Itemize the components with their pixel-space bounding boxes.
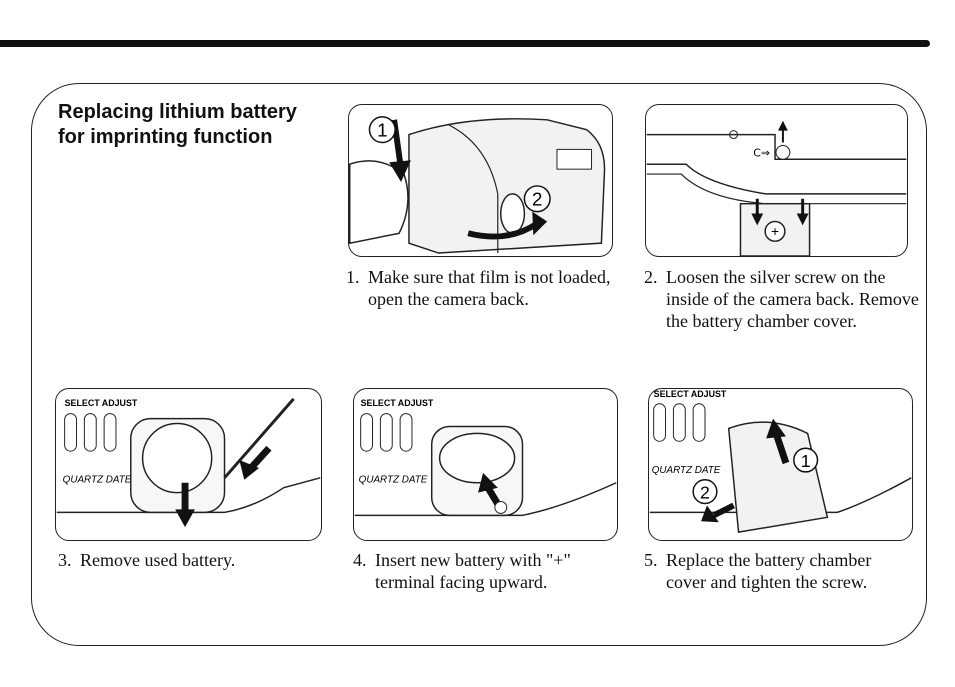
quartz-date-label: QUARTZ DATE xyxy=(63,475,132,486)
step-1-caption: 1. Make sure that film is not loaded, op… xyxy=(346,267,611,309)
svg-text:2: 2 xyxy=(700,483,710,503)
instruction-panel xyxy=(31,83,927,646)
figure-step-3-remove: SELECT ADJUST QUARTZ DATE xyxy=(55,388,322,541)
step-4-caption: 4. Insert new battery with "+" terminal … xyxy=(353,550,571,592)
figure-step-2-screw: + C⇒ xyxy=(645,104,908,257)
plus-mark: + xyxy=(771,223,779,239)
figure-step-4-insert: SELECT ADJUST QUARTZ DATE xyxy=(353,388,618,541)
figure-step-1-open-back: 1 2 xyxy=(348,104,613,257)
circle-label-2: 2 xyxy=(532,189,542,210)
svg-text:SELECT ADJUST: SELECT ADJUST xyxy=(361,398,434,408)
svg-text:C⇒: C⇒ xyxy=(753,146,770,159)
circle-label-1: 1 xyxy=(377,120,387,141)
select-adjust-label: SELECT ADJUST xyxy=(65,398,138,408)
svg-text:SELECT ADJUST: SELECT ADJUST xyxy=(654,389,727,399)
svg-text:1: 1 xyxy=(801,451,811,471)
figure-step-5-replace: SELECT ADJUST QUARTZ DATE 1 2 xyxy=(648,388,913,541)
step-2-caption: 2. Loosen the silver screw on the inside… xyxy=(644,267,919,331)
header-rule xyxy=(0,40,930,47)
svg-text:QUARTZ DATE: QUARTZ DATE xyxy=(652,465,721,476)
section-title: Replacing lithium battery for imprinting… xyxy=(58,101,297,148)
step-3-caption: 3. Remove used battery. xyxy=(58,550,236,570)
svg-text:QUARTZ DATE: QUARTZ DATE xyxy=(359,475,428,486)
step-5-caption: 5. Replace the battery chamber cover and… xyxy=(644,550,872,592)
